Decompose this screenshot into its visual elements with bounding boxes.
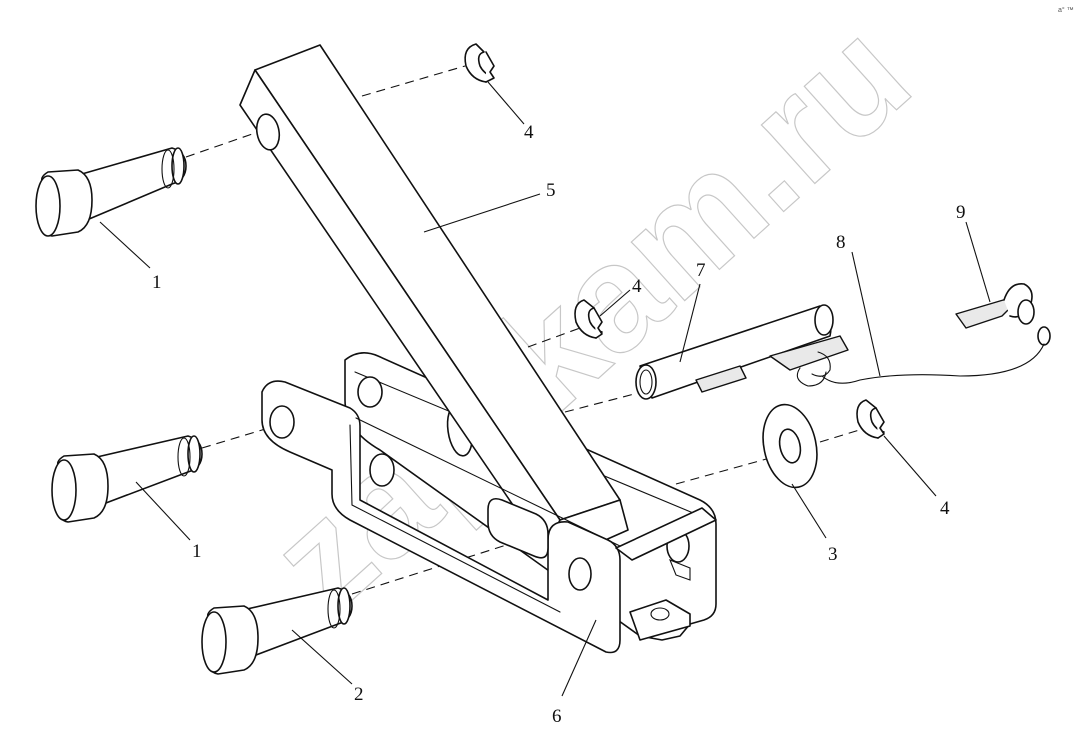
callout-4c: 4 <box>940 498 950 519</box>
retaining-ring-right <box>856 399 885 439</box>
callout-4b: 4 <box>632 276 642 297</box>
corner-mark: a° ™ <box>1058 6 1074 14</box>
leader-lines <box>99 81 991 697</box>
callout-1b: 1 <box>192 541 202 562</box>
callout-9: 9 <box>956 202 966 223</box>
pin-short <box>201 587 353 675</box>
retaining-ring-top <box>464 43 495 83</box>
callouts: 1 1 2 3 4 4 4 5 6 7 8 9 <box>152 122 966 727</box>
callout-6: 6 <box>552 706 562 727</box>
lynch-pin <box>955 283 1051 346</box>
pin-middle <box>51 435 203 523</box>
callout-8: 8 <box>836 232 846 253</box>
locking-tube <box>635 304 849 400</box>
callout-4a: 4 <box>524 122 534 143</box>
lanyard-cable <box>821 343 1045 384</box>
callout-7: 7 <box>696 260 706 281</box>
callout-1a: 1 <box>152 272 162 293</box>
pin-top <box>35 147 187 237</box>
callout-5: 5 <box>546 180 556 201</box>
callout-2: 2 <box>354 684 364 705</box>
base-bracket-front <box>261 380 717 654</box>
long-arm <box>239 44 629 561</box>
retaining-ring-mid <box>574 299 603 339</box>
callout-3: 3 <box>828 544 838 565</box>
washer <box>762 403 818 489</box>
